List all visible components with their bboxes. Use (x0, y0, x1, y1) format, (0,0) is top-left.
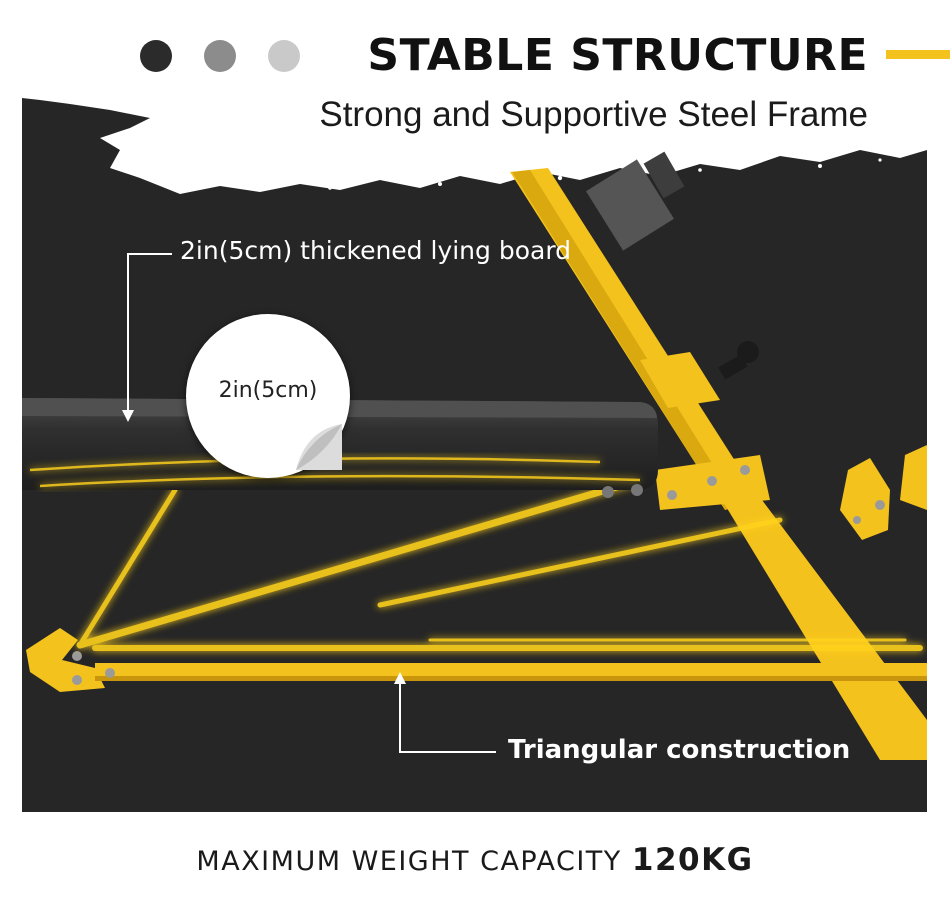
torn-paper-edge (22, 95, 927, 194)
board-callout-line (122, 253, 172, 422)
bottom-rail (95, 663, 927, 681)
capacity-footer: MAXIMUM WEIGHT CAPACITY 120KG (0, 842, 950, 878)
board-callout-label: 2in(5cm) thickened lying board (180, 236, 572, 265)
page-title: STABLE STRUCTURE (367, 30, 868, 81)
capacity-label: MAXIMUM WEIGHT CAPACITY (196, 846, 622, 877)
triangle-callout-label: Triangular construction (508, 735, 851, 765)
thickness-badge: 2in(5cm) (186, 314, 350, 478)
backrest-frame (510, 151, 760, 510)
carousel-dot-2 (204, 40, 236, 72)
front-foot-bracket (26, 628, 105, 692)
accent-bar (886, 50, 950, 59)
glowing-braces (76, 476, 923, 651)
rear-support-frame (655, 445, 927, 760)
thickness-badge-label: 2in(5cm) (218, 378, 318, 403)
page-curl-icon (296, 424, 342, 470)
page-subtitle: Strong and Supportive Steel Frame (319, 95, 868, 134)
paper-speckles (158, 158, 882, 190)
carousel-dot-1 (140, 40, 172, 72)
triangle-callout-line (394, 672, 496, 753)
carousel-dot-3 (268, 40, 300, 72)
capacity-value: 120KG (631, 842, 754, 878)
